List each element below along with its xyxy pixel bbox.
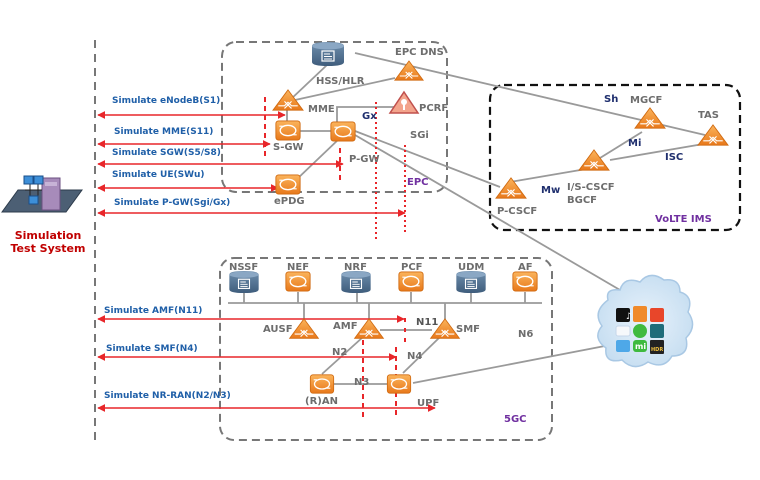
link-hss-mme — [289, 64, 328, 101]
epdg-label: ePDG — [274, 196, 305, 207]
player-icon — [650, 324, 664, 338]
link-pgw-internet — [354, 134, 621, 291]
4k-hdr-icon — [650, 340, 664, 354]
mgcf-node-icon — [634, 107, 666, 129]
link-upf-internet — [412, 344, 611, 384]
links — [228, 52, 716, 385]
link-pgw-pcrf — [336, 106, 398, 124]
ausf-node-icon — [289, 318, 319, 339]
mme-label: MME — [308, 104, 335, 115]
ran-node-icon — [309, 374, 335, 394]
sim-label-mme: Simulate MME(S11) — [114, 127, 214, 137]
dns-label: EPC DNS — [395, 47, 444, 58]
epc-domain-label: EPC — [407, 177, 429, 188]
sgw-label: S-GW — [273, 142, 304, 153]
nrf-label: NRF — [344, 262, 367, 273]
mi-icon — [633, 340, 647, 352]
sgw-node-icon — [275, 120, 301, 141]
gx-label: Gx — [362, 111, 377, 122]
link-dns-mme — [294, 77, 396, 101]
link-cscf-mgcf — [599, 131, 643, 159]
bgcf-label: BGCF — [567, 195, 597, 206]
pcf-node-icon — [398, 271, 424, 292]
sim-label-pgw: Simulate P-GW(Sgi/Gx) — [114, 198, 231, 208]
system-label-line1: Simulation — [14, 229, 82, 242]
n2-label: N2 — [332, 347, 348, 358]
sgi-label: SGi — [410, 130, 429, 141]
udm-node-icon — [455, 271, 487, 293]
internet-cloud-icon: ♪ mi HDR — [597, 274, 694, 368]
cscf-node-icon — [578, 149, 610, 171]
pcscf-label: P-CSCF — [497, 206, 538, 217]
amf-label: AMF — [333, 321, 358, 332]
cscf-label: I/S-CSCF — [567, 182, 615, 193]
svg-text:♪: ♪ — [626, 312, 632, 322]
amf-node-icon — [354, 318, 384, 339]
ims-domain-label: VoLTE IMS — [655, 214, 712, 225]
af-label: AF — [518, 262, 533, 273]
5gc-domain-box — [219, 257, 553, 441]
sim-label-smf: Simulate SMF(N4) — [106, 344, 198, 354]
network-lab-icon — [1, 175, 83, 213]
n6-label: N6 — [518, 329, 534, 340]
pcrf-label: PCRF — [419, 103, 449, 114]
app-icon — [633, 306, 647, 322]
hss-label: HSS/HLR — [316, 76, 365, 87]
system-label-line2: Test System — [10, 242, 86, 255]
sh-label: Sh — [604, 94, 619, 105]
upf-label: UPF — [417, 398, 440, 409]
link-smf-upf — [402, 336, 441, 374]
nef-node-icon — [285, 271, 311, 292]
sim-label-enodeb: Simulate eNodeB(S1) — [112, 96, 221, 106]
tas-label: TAS — [698, 110, 719, 121]
app-icons-grid: ♪ mi HDR — [615, 306, 664, 354]
n3-label: N3 — [354, 377, 370, 388]
skype-icon — [615, 325, 631, 337]
5gc-domain-label: 5GC — [504, 414, 527, 425]
nef-label: NEF — [287, 262, 310, 273]
mgcf-label: MGCF — [630, 95, 663, 106]
epdg-node-icon — [275, 174, 301, 195]
ran-label: (R)AN — [305, 396, 338, 407]
sim-label-nr-ran: Simulate NR-RAN(N2/N3) — [104, 391, 231, 401]
link-cscf-tas — [609, 141, 716, 161]
isc-label: ISC — [665, 152, 684, 163]
svg-text:HDR: HDR — [651, 347, 663, 353]
n11-label: N11 — [416, 317, 439, 328]
pcf-label: PCF — [401, 262, 423, 273]
link-pcscf-cscf — [509, 167, 593, 183]
nrf-node-icon — [340, 271, 372, 293]
link-pgw-pcscf — [354, 130, 501, 188]
hss-node-icon — [311, 42, 345, 66]
n4-label: N4 — [407, 351, 423, 362]
mw-label: Mw — [541, 185, 561, 196]
nssf-node-icon — [228, 271, 260, 293]
sim-label-amf: Simulate AMF(N11) — [104, 306, 203, 316]
smf-label: SMF — [456, 324, 480, 335]
mi-label: Mi — [628, 138, 642, 149]
af-node-icon — [512, 271, 538, 292]
nssf-label: NSSF — [229, 262, 259, 273]
udm-label: UDM — [458, 262, 485, 273]
tiktok-icon — [616, 308, 630, 322]
upf-node-icon — [386, 374, 412, 394]
pcrf-node-icon — [388, 90, 420, 114]
pgw-node-icon — [330, 121, 356, 142]
link-pgw-epdg — [295, 137, 341, 181]
system-label: Simulation Test System — [8, 230, 88, 254]
svg-text:mi: mi — [635, 342, 646, 351]
sim-label-ue: Simulate UE(SWu) — [112, 170, 205, 180]
video-icon — [650, 308, 664, 322]
chat-icon — [616, 340, 630, 352]
sim-label-sgw: Simulate SGW(S5/S8) — [112, 148, 221, 158]
wechat-icon — [633, 324, 647, 338]
pgw-label: P-GW — [349, 154, 380, 165]
ausf-label: AUSF — [263, 324, 293, 335]
ims-domain-box — [488, 83, 742, 232]
